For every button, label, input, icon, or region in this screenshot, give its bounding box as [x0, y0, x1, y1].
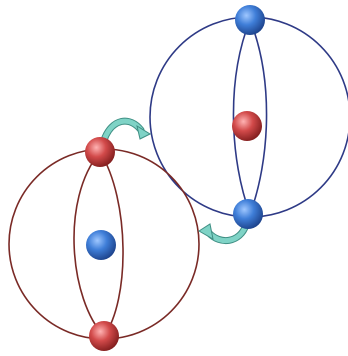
red-sphere-top-pole-ball [85, 137, 115, 167]
blue-sphere-center-ball [232, 111, 262, 141]
blue-sphere-top-pole-ball [235, 5, 265, 35]
red-sphere-center-ball [86, 230, 116, 260]
red-sphere-bottom-pole-ball [89, 321, 119, 351]
swap-arrow-bottom-head [199, 224, 213, 239]
blue-sphere-bottom-pole-ball [233, 199, 263, 229]
swap-arrow-bottom [199, 224, 246, 241]
swap-arrow-top [104, 121, 150, 140]
